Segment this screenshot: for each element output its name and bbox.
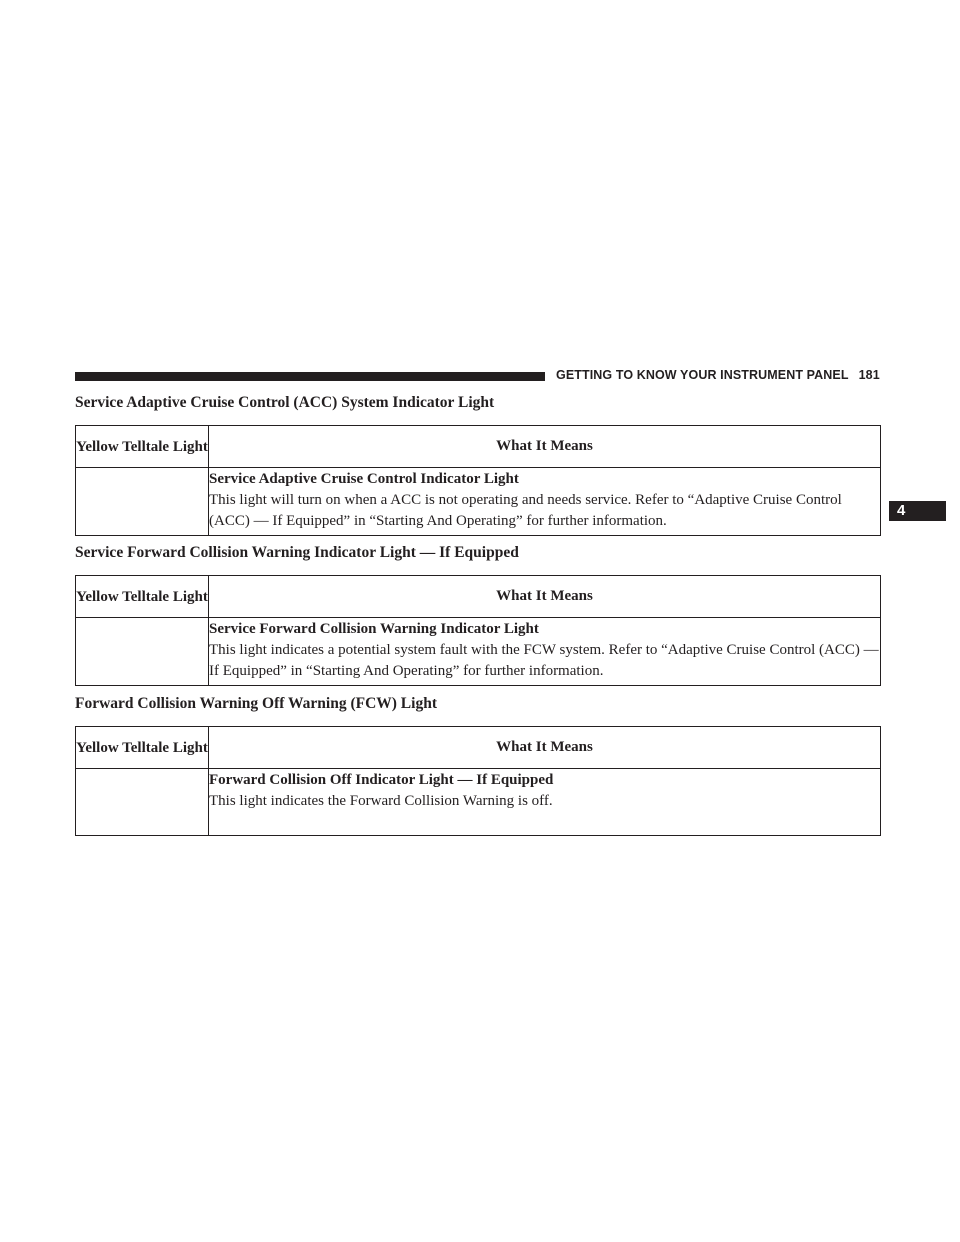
indicator-title: Forward Collision Off Indicator Light — … — [209, 772, 554, 788]
indicator-description: This light indicates a potential system … — [209, 642, 879, 679]
telltale-table-service-fcw: Yellow Telltale Light What It Means Serv… — [75, 575, 881, 686]
section-title-fcw-off: Forward Collision Warning Off Warning (F… — [75, 695, 437, 712]
table-header-row: Yellow Telltale Light What It Means — [75, 575, 881, 618]
indicator-description: This light will turn on when a ACC is no… — [209, 492, 842, 529]
column-header-telltale: Yellow Telltale Light — [75, 575, 209, 618]
chapter-title: GETTING TO KNOW YOUR INSTRUMENT PANEL — [556, 368, 849, 382]
chapter-tab[interactable]: 4 — [889, 501, 946, 521]
meaning-cell: Forward Collision Off Indicator Light — … — [208, 768, 881, 836]
indicator-description: This light indicates the Forward Collisi… — [209, 793, 553, 809]
meaning-cell: Service Forward Collision Warning Indica… — [208, 617, 881, 686]
indicator-title: Service Adaptive Cruise Control Indicato… — [209, 471, 519, 487]
telltale-icon-cell — [75, 617, 209, 686]
table-header-row: Yellow Telltale Light What It Means — [75, 425, 881, 468]
table-row: Forward Collision Off Indicator Light — … — [75, 768, 881, 836]
column-header-telltale: Yellow Telltale Light — [75, 726, 209, 769]
telltale-table-service-acc: Yellow Telltale Light What It Means Serv… — [75, 425, 881, 536]
telltale-table-fcw-off: Yellow Telltale Light What It Means Forw… — [75, 726, 881, 836]
table-row: Service Forward Collision Warning Indica… — [75, 617, 881, 686]
indicator-title: Service Forward Collision Warning Indica… — [209, 621, 539, 637]
column-header-meaning: What It Means — [208, 726, 881, 769]
table-row: Service Adaptive Cruise Control Indicato… — [75, 467, 881, 536]
running-header: GETTING TO KNOW YOUR INSTRUMENT PANEL 181 — [556, 368, 880, 382]
column-header-meaning: What It Means — [208, 425, 881, 468]
header-rule — [75, 372, 545, 381]
section-title-service-fcw: Service Forward Collision Warning Indica… — [75, 544, 519, 561]
telltale-icon-cell — [75, 467, 209, 536]
table-header-row: Yellow Telltale Light What It Means — [75, 726, 881, 769]
page-number: 181 — [858, 368, 880, 382]
section-title-service-acc: Service Adaptive Cruise Control (ACC) Sy… — [75, 394, 495, 411]
meaning-cell: Service Adaptive Cruise Control Indicato… — [208, 467, 881, 536]
telltale-icon-cell — [75, 768, 209, 836]
column-header-telltale: Yellow Telltale Light — [75, 425, 209, 468]
column-header-meaning: What It Means — [208, 575, 881, 618]
